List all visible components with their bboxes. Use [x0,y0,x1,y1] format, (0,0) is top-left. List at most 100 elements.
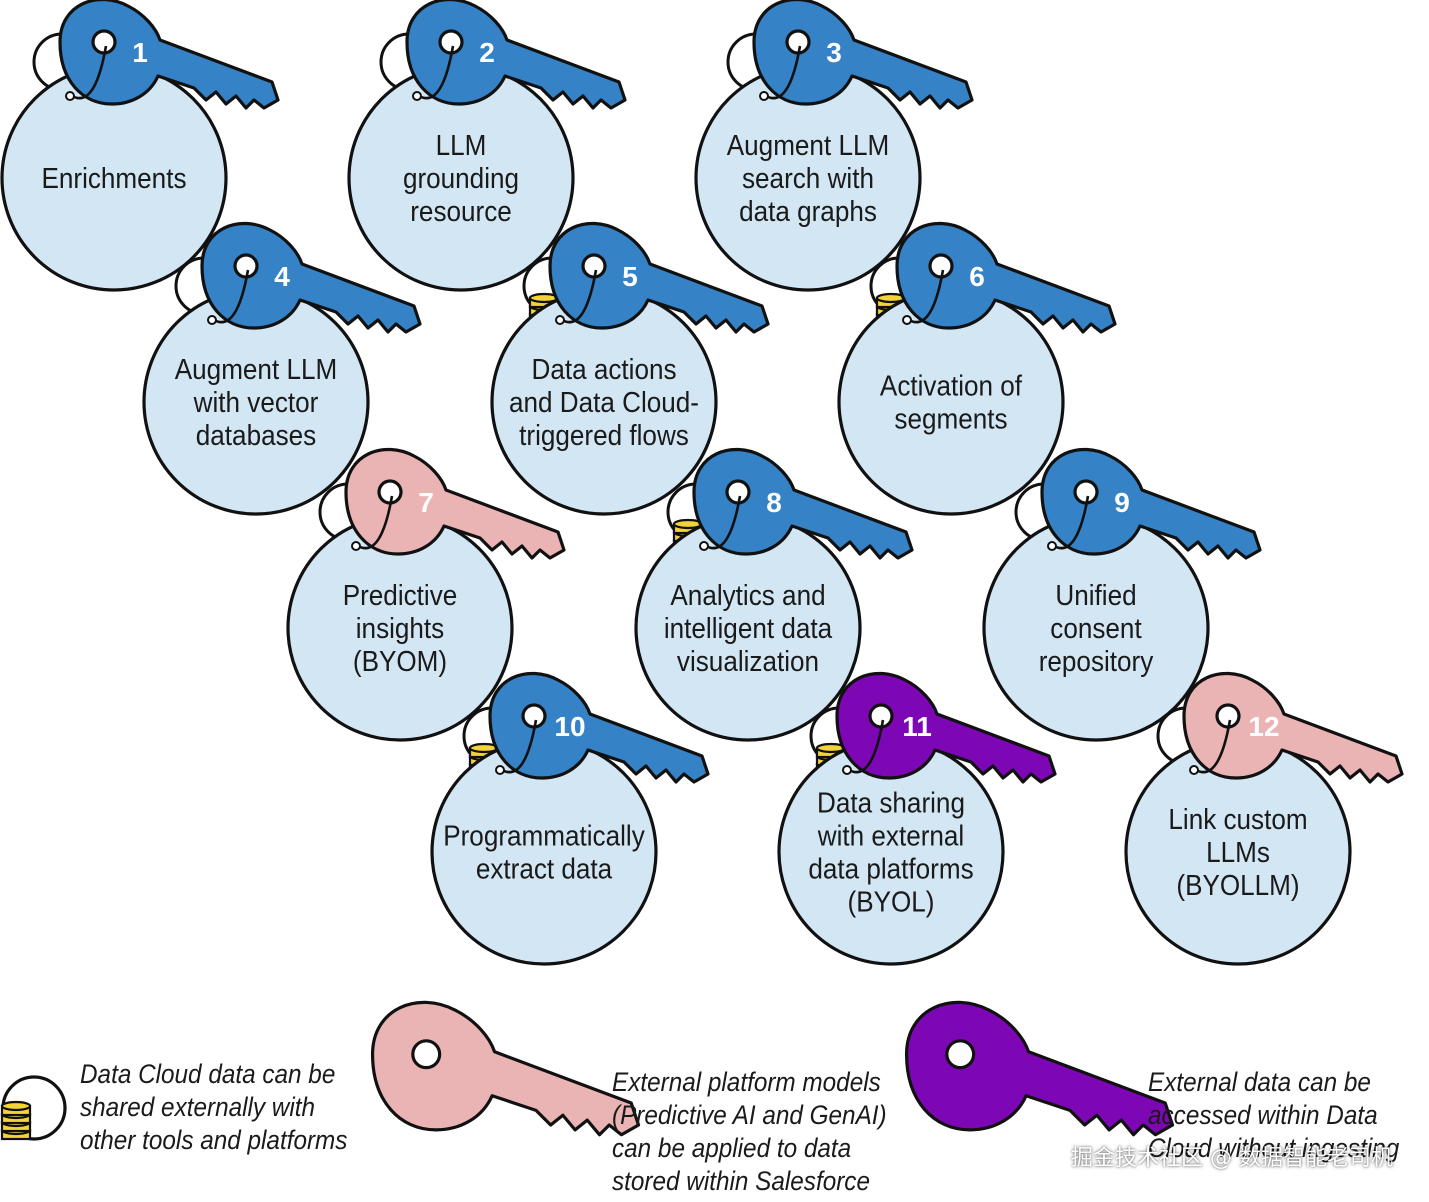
key-number: 5 [622,261,638,292]
tag-label-line: visualization [677,645,819,678]
tag-label-line: Enrichments [41,162,186,195]
legend [0,1000,1175,1141]
legend-pink-key-icon [370,1000,641,1137]
cord-grommet [1189,765,1199,775]
key-number: 8 [766,487,782,518]
tag-label-line: Programmatically [443,819,645,852]
tag-label-line: Predictive [343,579,458,612]
key-cord [71,45,108,100]
cord-grommet [1047,541,1057,551]
tag-label-line: (BYOM) [353,645,447,678]
legend-text-external-data: External data can be accessed within Dat… [1148,1067,1400,1163]
key-cord [357,495,394,550]
legend-coins-icon [0,1100,32,1141]
tag-label-line: Augment LLM [727,129,889,162]
key-hole [928,253,954,279]
key-icon [344,447,566,560]
tag-label-line: Activation of [880,369,1022,402]
key-icon [58,0,280,110]
key-number: 12 [1248,711,1279,742]
key-cord [561,269,598,324]
tag-label-line: with external [817,819,964,852]
tag-label-line: insights [356,612,444,645]
key-number: 1 [132,37,148,68]
tag-label-line: segments [894,402,1007,435]
tag-label-line: Analytics and [670,579,825,612]
tag-label-line: data graphs [739,195,877,228]
cord-grommet [842,765,852,775]
legend-text-data-sharing: Data Cloud data can be shared externally… [80,1059,348,1155]
key-number: 7 [418,487,434,518]
key-hole [725,479,751,505]
tag-label-line: LLMs [1206,836,1270,869]
key-hole [233,253,259,279]
tag-label-line: Unified [1055,579,1136,612]
key-icon [548,221,770,334]
key-hole [438,29,464,55]
key-cord [848,719,885,774]
key-icon [405,0,627,110]
key-cord [501,719,538,774]
tag-label-line: and Data Cloud- [509,386,699,419]
key-icon [1182,671,1404,784]
tag-label-line: extract data [476,852,613,885]
key-cord [765,45,802,100]
tag-label-line: LLM [436,129,487,162]
cord-grommet [759,91,769,101]
cord-grommet [412,91,422,101]
tag-label-line: repository [1039,645,1154,678]
cord-grommet [699,541,709,551]
key-hole [1215,703,1241,729]
cord-grommet [351,541,361,551]
tag-label-line: Link custom [1168,803,1307,836]
key-icon [488,671,710,784]
tag-label-line: resource [410,195,512,228]
key-number: 9 [1114,487,1130,518]
key-hole [91,29,117,55]
key-hole [521,703,547,729]
key-hole [785,29,811,55]
tag-label-line: consent [1050,612,1142,645]
key-hole [868,703,894,729]
key-icon [1040,447,1262,560]
key-hole [945,1039,976,1070]
key-hole [581,253,607,279]
cord-grommet [495,765,505,775]
key-cord [213,269,250,324]
tag-label-line: data platforms [808,852,973,885]
key-hole [377,479,403,505]
cord-grommet [555,315,565,325]
tag-label-line: databases [196,419,316,452]
key-cord [705,495,742,550]
key-number: 6 [969,261,985,292]
tag-label-line: triggered flows [519,419,689,452]
tag-label-line: grounding [403,162,519,195]
tag-label-line: with vector [193,386,319,419]
cord-grommet [65,91,75,101]
key-hole [1073,479,1099,505]
key-number: 10 [554,711,585,742]
legend-purple-key-icon [904,1000,1175,1137]
key-number: 11 [902,711,932,742]
key-cord [1053,495,1090,550]
watermark: 掘金技术社区 @ 数据智能老司机 [1071,1146,1393,1171]
key-icon [752,0,974,110]
tag-label-line: (BYOLLM) [1176,869,1299,902]
tag-label-line: Data sharing [817,786,965,819]
key-number: 3 [826,37,842,68]
key-cord [418,45,455,100]
tag-label-line: search with [742,162,874,195]
key-hole [411,1039,442,1070]
tag-label-line: intelligent data [664,612,833,645]
